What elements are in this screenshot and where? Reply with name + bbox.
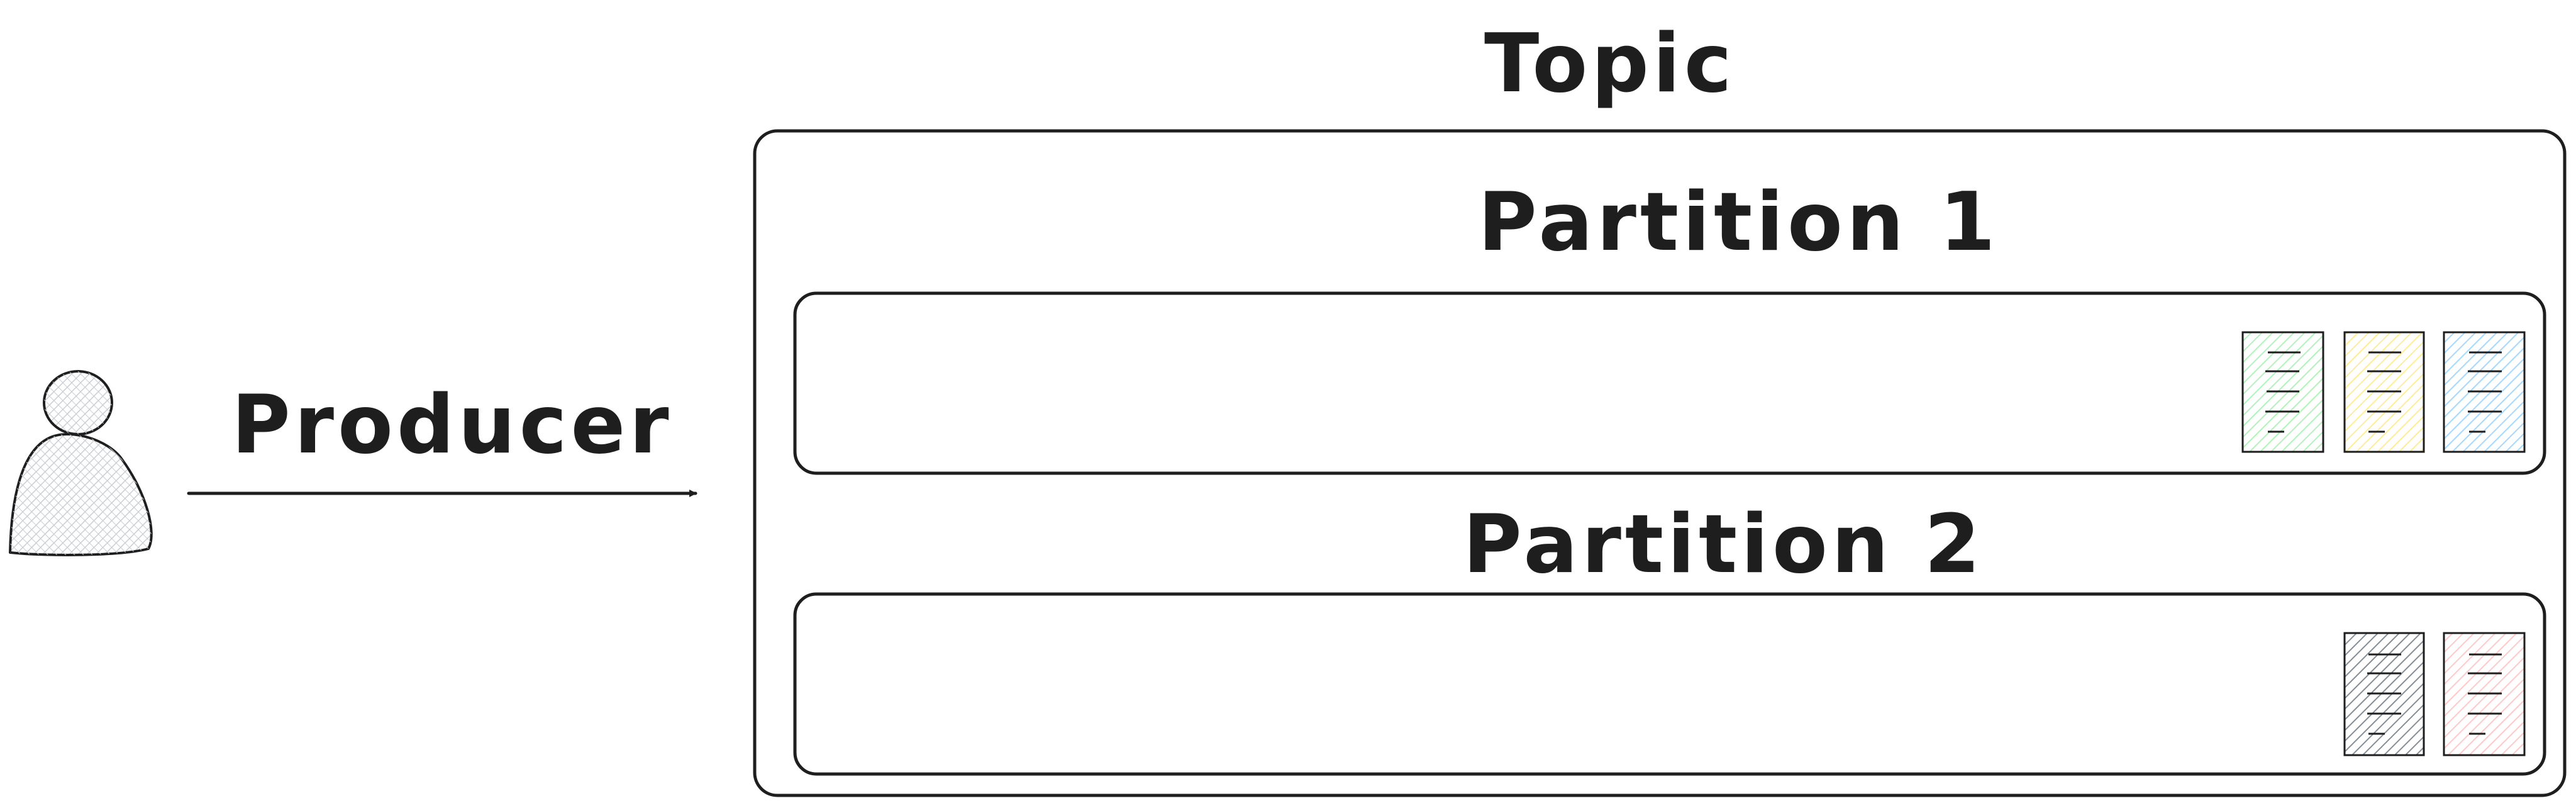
topic-title: Topic <box>1484 17 1736 111</box>
message-icon <box>2241 331 2324 453</box>
topic-box <box>753 129 2567 797</box>
partition-2-box <box>793 592 2546 776</box>
message-icon <box>2343 331 2425 453</box>
message-icon <box>2443 331 2526 453</box>
user-icon <box>9 370 153 556</box>
partition-1-label: Partition 1 <box>1478 176 1999 269</box>
partition-1-box <box>793 291 2546 475</box>
message-icon <box>2443 632 2526 756</box>
producer-label: Producer <box>231 378 673 472</box>
message-icon <box>2343 632 2425 756</box>
partition-2-label: Partition 2 <box>1463 498 1984 592</box>
